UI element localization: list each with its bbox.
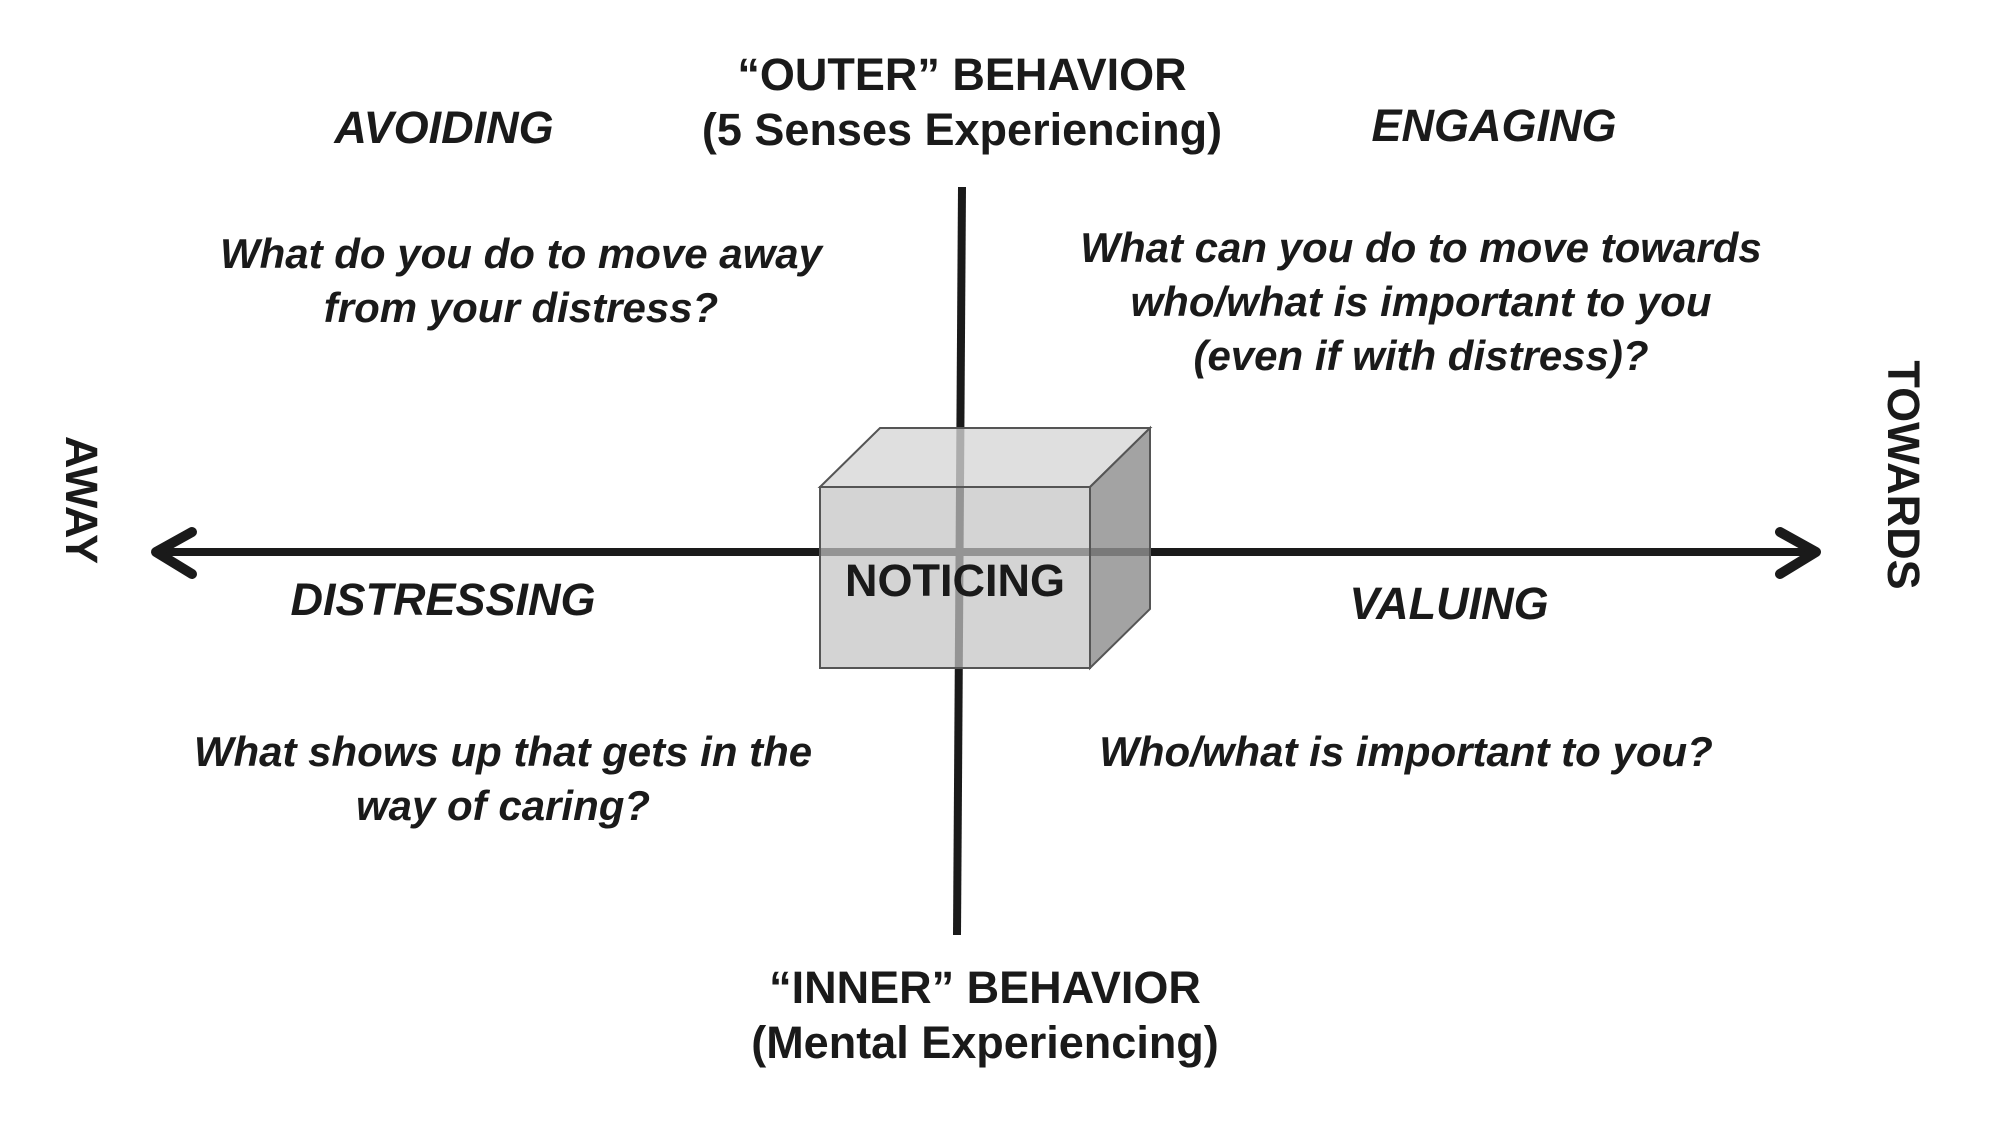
left-arrowhead (151, 527, 197, 579)
inner-behavior-title: “INNER” BEHAVIOR (769, 962, 1201, 1013)
outer-behavior-title: “OUTER” BEHAVIOR (737, 49, 1186, 100)
outer-behavior-subtitle: (5 Senses Experiencing) (702, 104, 1222, 155)
avoiding-question-line: What do you do to move away (220, 230, 825, 277)
distressing-question-line: way of caring? (356, 782, 650, 829)
engaging-question-line: (even if with distress)? (1193, 332, 1648, 379)
engaging-question-line: who/what is important to you (1131, 278, 1712, 325)
noticing-label: NOTICING (845, 555, 1065, 606)
away-label: AWAY (56, 436, 107, 564)
inner-behavior-subtitle: (Mental Experiencing) (751, 1017, 1219, 1068)
avoiding-question-line: from your distress? (324, 284, 718, 331)
engaging-question-line: What can you do to move towards (1080, 224, 1761, 271)
valuing-question-line: Who/what is important to you? (1099, 728, 1713, 775)
distressing-label: DISTRESSING (290, 574, 595, 625)
valuing-label: VALUING (1349, 578, 1548, 629)
avoiding-label: AVOIDING (333, 102, 553, 153)
towards-label: TOWARDS (1878, 360, 1929, 589)
engaging-label: ENGAGING (1371, 100, 1616, 151)
cube-front-face (819, 486, 1091, 669)
distressing-question-line: What shows up that gets in the (194, 728, 812, 775)
right-arrowhead (1775, 527, 1821, 579)
noticing-cube (817, 425, 1153, 671)
